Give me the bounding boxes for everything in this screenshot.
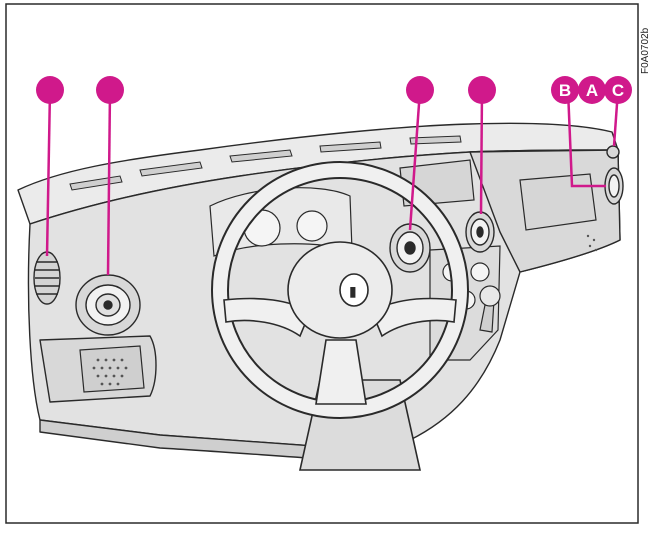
callout-label-vent-right-c: C bbox=[612, 81, 624, 100]
callout-label-vent-right-a: A bbox=[586, 81, 598, 100]
gauge-right bbox=[296, 210, 328, 242]
control-knob-2 bbox=[470, 262, 490, 282]
callout-line-vent-center-left bbox=[408, 89, 422, 231]
callout-marker-vent-left-side bbox=[36, 76, 64, 104]
wheel-spoke-bottom bbox=[315, 339, 367, 405]
vent-left-side bbox=[33, 251, 61, 305]
callout-marker-vent-center-left bbox=[406, 76, 434, 104]
callout-marker-vent-left-round bbox=[96, 76, 124, 104]
callout-line-vent-left-round bbox=[106, 89, 112, 276]
wheel-rim bbox=[213, 163, 467, 417]
callout-line-vent-right-b bbox=[566, 89, 606, 188]
callout-label-vent-right-b: B bbox=[559, 81, 571, 100]
vent-right-top bbox=[606, 145, 620, 159]
vent-center-left bbox=[389, 223, 431, 273]
air-vents bbox=[33, 145, 624, 336]
speaker-dots bbox=[92, 234, 598, 386]
vent-left-round bbox=[75, 274, 141, 336]
steering-wheel bbox=[211, 161, 469, 471]
right-glovebox bbox=[519, 173, 597, 231]
vent-center-right bbox=[465, 211, 495, 253]
figure-code: F0A0702b bbox=[640, 27, 651, 74]
callout-line-vent-center-right bbox=[479, 89, 484, 215]
callout-marker-vent-right-b bbox=[551, 76, 579, 104]
callout-marker-vent-right-a bbox=[578, 76, 606, 104]
wheel-logo-mark: ▮ bbox=[349, 283, 357, 299]
callout-marker-vent-right-c bbox=[604, 76, 632, 104]
callout-marker-vent-center-right bbox=[468, 76, 496, 104]
wheel-badge bbox=[339, 273, 369, 307]
callout-line-vent-left-side bbox=[45, 89, 52, 257]
vent-right bbox=[604, 167, 624, 205]
gear-knob bbox=[479, 285, 501, 307]
speaker-grille-left bbox=[79, 345, 145, 393]
